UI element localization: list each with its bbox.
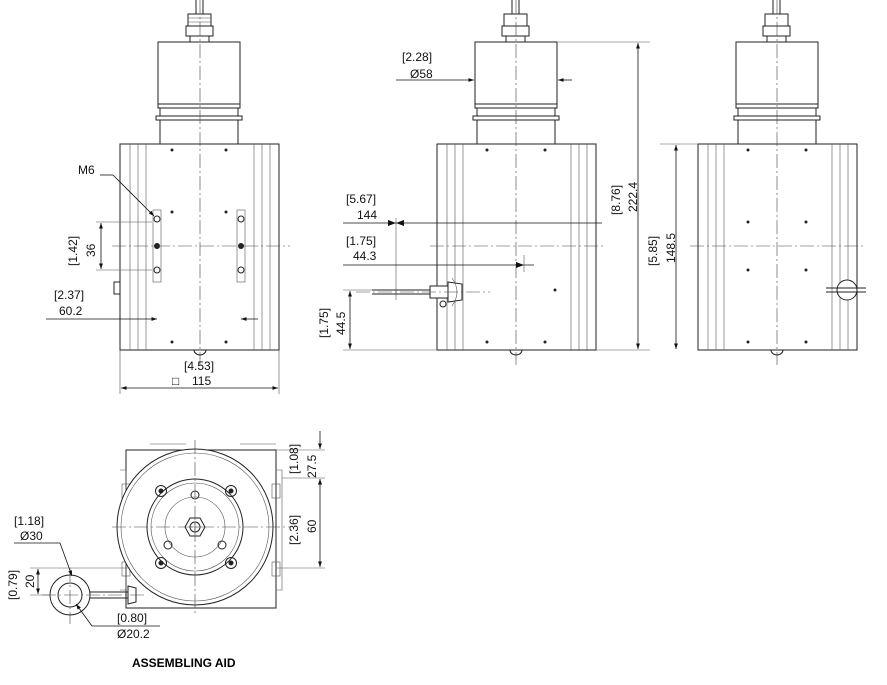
top-dia-in: [2.28] [402,50,432,64]
body-height-in: [5.85] [646,236,660,266]
body-height-mm: 148.5 [664,233,678,263]
offset-c-mm: 44.5 [334,311,348,335]
aid-inner-dia-in: [0.80] [117,611,147,625]
dim-mid-in: [2.36] [287,515,301,545]
assembling-aid: [1.18] Ø30 [0.79] 20 [0.80] Ø20.2 ASSEMB… [6,514,236,670]
aid-inner-dia-mm: Ø20.2 [117,627,150,641]
side-body [436,143,597,351]
side-view: [2.28] Ø58 [5.67] 144 [1.75] 44.3 [1.75]… [317,0,650,365]
assembling-aid-caption: ASSEMBLING AID [132,656,236,670]
aid-outer-dia-in: [1.18] [14,514,44,528]
front-view: M6 [1.42] 36 [2.37] 60.2 [4.53] □ 115 [46,0,290,394]
width-in: [4.53] [184,359,214,373]
cable-gland [185,0,214,43]
bottom-view: [1.08] 27.5 [2.36] 60 [112,431,325,614]
offset-a-in: [5.67] [346,192,376,206]
aid-offset-mm: 20 [23,574,37,588]
width-symbol: □ [172,374,179,388]
right-view: [5.85] 148.5 [646,0,866,365]
main-body [119,143,280,351]
cable-gland-side [501,0,530,43]
hole-offset-in: [2.37] [54,288,84,302]
hole-spacing-in: [1.42] [66,236,80,266]
height-mm: 222.4 [626,182,640,212]
offset-a-mm: 144 [357,208,377,222]
dim-mid-mm: 60 [305,519,319,533]
width-mm: 115 [192,374,211,388]
hole-offset-mm: 60.2 [59,304,83,318]
right-body [697,143,858,351]
height-in: [8.76] [609,185,623,215]
offset-c-in: [1.75] [317,308,331,338]
offset-b-mm: 44.3 [353,249,377,263]
dim-top-in: [1.08] [287,444,301,474]
dim-top-mm: 27.5 [305,454,319,478]
wire-exit [356,277,490,308]
encoder-housing [157,41,241,109]
offset-b-in: [1.75] [346,234,376,248]
aid-outer-dia-mm: Ø30 [20,529,43,543]
drum-bolts [155,485,237,569]
thread-label: M6 [78,163,95,177]
aid-offset-in: [0.79] [6,570,20,600]
top-dia-mm: Ø58 [410,67,433,81]
hole-spacing-mm: 36 [84,243,98,257]
cable-gland-right [762,0,791,43]
